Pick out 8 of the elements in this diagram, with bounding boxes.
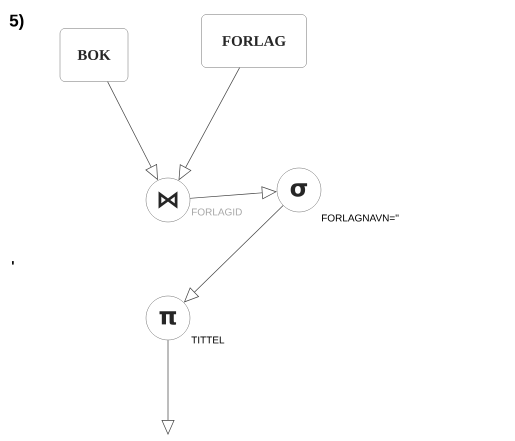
table-box: FORLAG <box>201 14 307 68</box>
operator-parameter: FORLAGNAVN='' <box>322 214 399 222</box>
operator-parameter: TITTEL <box>191 336 224 344</box>
tick-mark: ' <box>12 261 14 265</box>
table-box: BOK <box>60 28 128 82</box>
arrow <box>178 67 240 180</box>
operator-parameter: FORLAGID <box>192 208 242 216</box>
figure-number: 5) <box>10 14 24 30</box>
